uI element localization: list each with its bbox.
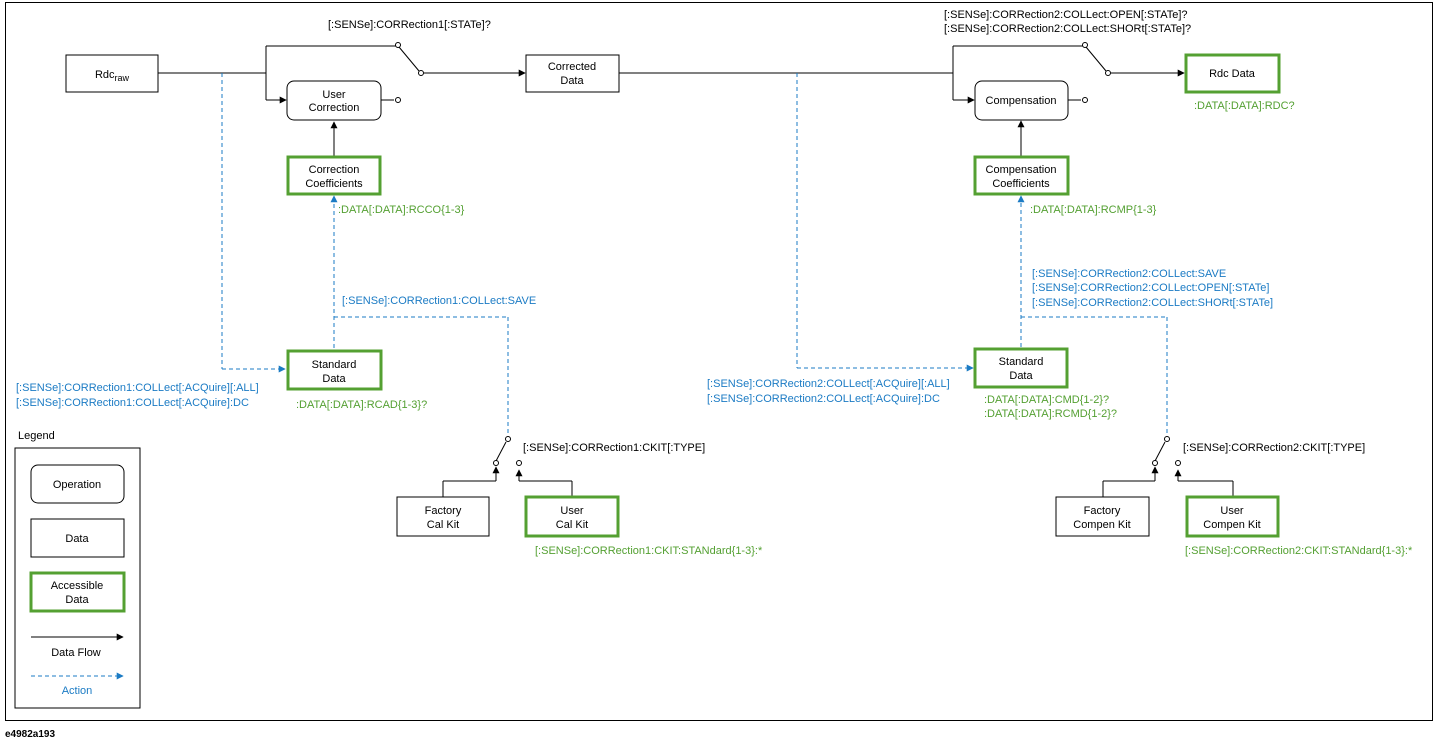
diagram-frame [5, 2, 1433, 721]
cmd-corr2-save: [:SENSe]:CORRection2:COLLect:SAVE [1032, 268, 1226, 280]
cmd-corr2-ckit-standard: [:SENSe]:CORRection2:CKIT:STANdard{1-3}:… [1185, 545, 1413, 557]
rdc-data-label: Rdc Data [1209, 68, 1256, 80]
cmd-corr1-acquire-all: [:SENSe]:CORRection1:COLLect[:ACQuire][:… [16, 382, 259, 394]
rdc-raw-block: Rdcraw [65, 54, 159, 93]
cmd-corr1-state: [:SENSe]:CORRection1[:STATe]? [328, 19, 491, 31]
cmd-corr2-short-state: [:SENSe]:CORRection2:COLLect:SHORt[:STAT… [944, 23, 1191, 35]
rdc-data-block: Rdc Data [1184, 53, 1281, 94]
cmd-data-rcad: :DATA[:DATA]:RCAD{1-3}? [296, 399, 427, 411]
standard-data-2-block: Standard Data [973, 347, 1069, 389]
corrected-data-line1: Corrected [548, 61, 596, 73]
cmd-corr2-ckit: [:SENSe]:CORRection2:CKIT[:TYPE] [1183, 442, 1365, 454]
correction-coefficients-block: Correction Coefficients [286, 155, 382, 196]
correction-coefficients-line1: Correction [309, 164, 360, 176]
cmd-corr1-acquire-dc: [:SENSe]:CORRection1:COLLect[:ACQuire]:D… [16, 397, 249, 409]
compensation-label: Compensation [986, 95, 1057, 107]
legend-frame [14, 447, 141, 709]
user-cal-kit-line1: User [560, 505, 584, 517]
cmd-corr1-ckit-standard: [:SENSe]:CORRection1:CKIT:STANdard{1-3}:… [535, 545, 763, 557]
user-correction-line1: User [322, 89, 346, 101]
correction-coefficients-line2: Coefficients [305, 178, 363, 190]
factory-cal-kit-line1: Factory [425, 505, 462, 517]
cmd-corr2-acquire-dc: [:SENSe]:CORRection2:COLLect[:ACQuire]:D… [707, 393, 940, 405]
user-compen-kit-line1: User [1220, 505, 1244, 517]
compensation-coefficients-line1: Compensation [986, 164, 1057, 176]
legend-accessible-line1: Accessible [51, 580, 104, 592]
compensation-coefficients-line2: Coefficients [992, 178, 1050, 190]
cmd-corr2-short: [:SENSe]:CORRection2:COLLect:SHORt[:STAT… [1032, 297, 1273, 309]
legend: Legend Operation Data Accessible Data Da… [14, 430, 141, 709]
standard-data-1-block: Standard Data [286, 349, 383, 391]
factory-compen-kit-block: Factory Compen Kit [1055, 496, 1150, 537]
factory-compen-kit-line1: Factory [1084, 505, 1121, 517]
corrected-data-block: Corrected Data [525, 54, 620, 93]
user-cal-kit-line2: Cal Kit [556, 519, 588, 531]
cmd-corr2-open-state: [:SENSe]:CORRection2:COLLect:OPEN[:STATe… [944, 9, 1188, 21]
cmd-data-rdc: :DATA[:DATA]:RDC? [1194, 100, 1295, 112]
cmd-data-rcco: :DATA[:DATA]:RCCO{1-3} [338, 204, 465, 216]
svg-text:Rdcraw: Rdcraw [95, 69, 130, 83]
cmd-corr2-open: [:SENSe]:CORRection2:COLLect:OPEN[:STATe… [1032, 282, 1269, 294]
legend-operation-label: Operation [53, 479, 101, 491]
command-labels: [:SENSe]:CORRection1[:STATe]? [:SENSe]:C… [16, 9, 1413, 557]
factory-compen-kit-line2: Compen Kit [1073, 519, 1130, 531]
compensation-block: Compensation [974, 80, 1069, 121]
cmd-data-cmd: :DATA[:DATA]:CMD{1-2}? [984, 394, 1109, 406]
switch-terminals [395, 42, 1181, 466]
legend-accessible-line2: Data [65, 594, 89, 606]
cmd-corr1-save: [:SENSe]:CORRection1:COLLect:SAVE [342, 295, 536, 307]
legend-data-swatch [30, 518, 125, 558]
compensation-coefficients-block: Compensation Coefficients [973, 155, 1070, 196]
legend-operation-swatch [30, 464, 125, 504]
cmd-data-rcmd: :DATA[:DATA]:RCMD{1-2}? [984, 408, 1117, 420]
factory-cal-kit-block: Factory Cal Kit [396, 496, 490, 537]
legend-data-flow-label: Data Flow [51, 647, 101, 659]
corrected-data-line2: Data [560, 75, 584, 87]
user-compen-kit-line2: Compen Kit [1203, 519, 1260, 531]
rdc-raw-subscript: raw [115, 73, 130, 83]
rdc-raw-main: Rdc [95, 69, 115, 81]
cmd-corr2-acquire-all: [:SENSe]:CORRection2:COLLect[:ACQuire][:… [707, 378, 950, 390]
cmd-data-rcmp: :DATA[:DATA]:RCMP{1-3} [1030, 204, 1157, 216]
data-flow-lines [158, 45, 1234, 497]
user-correction-block: User Correction [286, 80, 382, 121]
cmd-corr1-ckit: [:SENSe]:CORRection1:CKIT[:TYPE] [523, 442, 705, 454]
legend-action-label: Action [62, 685, 93, 697]
user-correction-line2: Correction [309, 102, 360, 114]
standard-data-1-line1: Standard [312, 359, 357, 371]
standard-data-2-line1: Standard [999, 356, 1044, 368]
legend-accessible-swatch [29, 571, 126, 613]
figure-id: e4982a193 [5, 729, 55, 740]
standard-data-1-line2: Data [322, 373, 346, 385]
factory-cal-kit-line2: Cal Kit [427, 519, 459, 531]
user-compen-kit-block: User Compen Kit [1185, 495, 1280, 538]
user-cal-kit-block: User Cal Kit [524, 495, 620, 538]
action-lines [221, 73, 1168, 436]
standard-data-2-line2: Data [1009, 370, 1033, 382]
legend-title: Legend [18, 430, 55, 442]
legend-data-label: Data [65, 533, 89, 545]
